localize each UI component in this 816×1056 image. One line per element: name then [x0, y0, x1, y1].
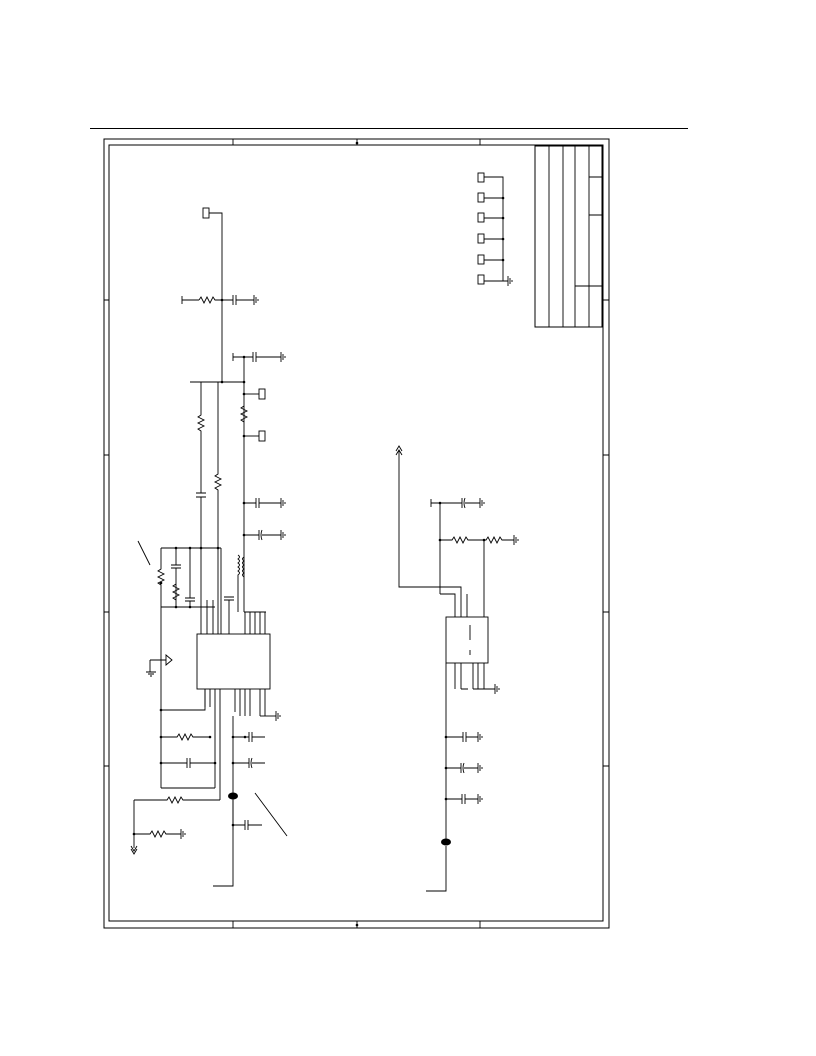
crystal-icon — [228, 792, 238, 800]
left-circuit — [130, 207, 288, 887]
connector-pin-icon — [258, 388, 266, 400]
ground-icon — [507, 276, 513, 286]
page-header-rule — [90, 128, 688, 129]
capacitor-icon — [222, 295, 254, 305]
antenna-icon — [130, 845, 138, 855]
polarized-capacitor-icon — [446, 762, 478, 774]
right-circuit — [395, 445, 519, 892]
polarized-capacitor-icon — [233, 757, 265, 769]
connector-pin-icon — [258, 430, 266, 442]
ground-icon — [146, 671, 156, 677]
ground-icon — [477, 794, 483, 804]
resistor-icon — [196, 382, 206, 493]
resistor-icon — [198, 295, 222, 305]
connector-pin-icon — [202, 207, 210, 219]
resistor-icon — [213, 382, 223, 548]
ground-icon — [477, 732, 483, 742]
title-block — [534, 145, 603, 328]
ground-icon — [253, 295, 259, 305]
resistor-icon — [161, 732, 210, 742]
ground-icon — [280, 498, 286, 508]
inductor-icon — [237, 554, 240, 612]
ground-icon — [275, 711, 281, 721]
polarized-capacitor-icon — [244, 529, 281, 541]
resistor-icon — [239, 405, 249, 423]
crystal-icon — [441, 838, 451, 846]
integrated-circuit-icon — [196, 633, 271, 690]
ground-icon — [494, 684, 500, 694]
drawing-frame — [103, 138, 610, 929]
ground-icon — [180, 829, 186, 839]
resistor-icon — [134, 829, 181, 839]
ground-icon — [280, 530, 286, 540]
integrated-circuit-icon — [445, 616, 489, 664]
capacitor-icon — [196, 492, 206, 548]
ground-icon — [280, 352, 286, 362]
capacitor-icon — [161, 758, 215, 768]
ground-icon — [513, 535, 519, 545]
ground-icon — [477, 763, 483, 773]
ground-icon — [479, 498, 485, 508]
resistor-icon — [156, 548, 166, 788]
resistor-icon — [440, 535, 514, 545]
connector-pin-icon — [477, 172, 508, 285]
connector-header — [477, 172, 513, 286]
capacitor-icon — [171, 548, 181, 607]
